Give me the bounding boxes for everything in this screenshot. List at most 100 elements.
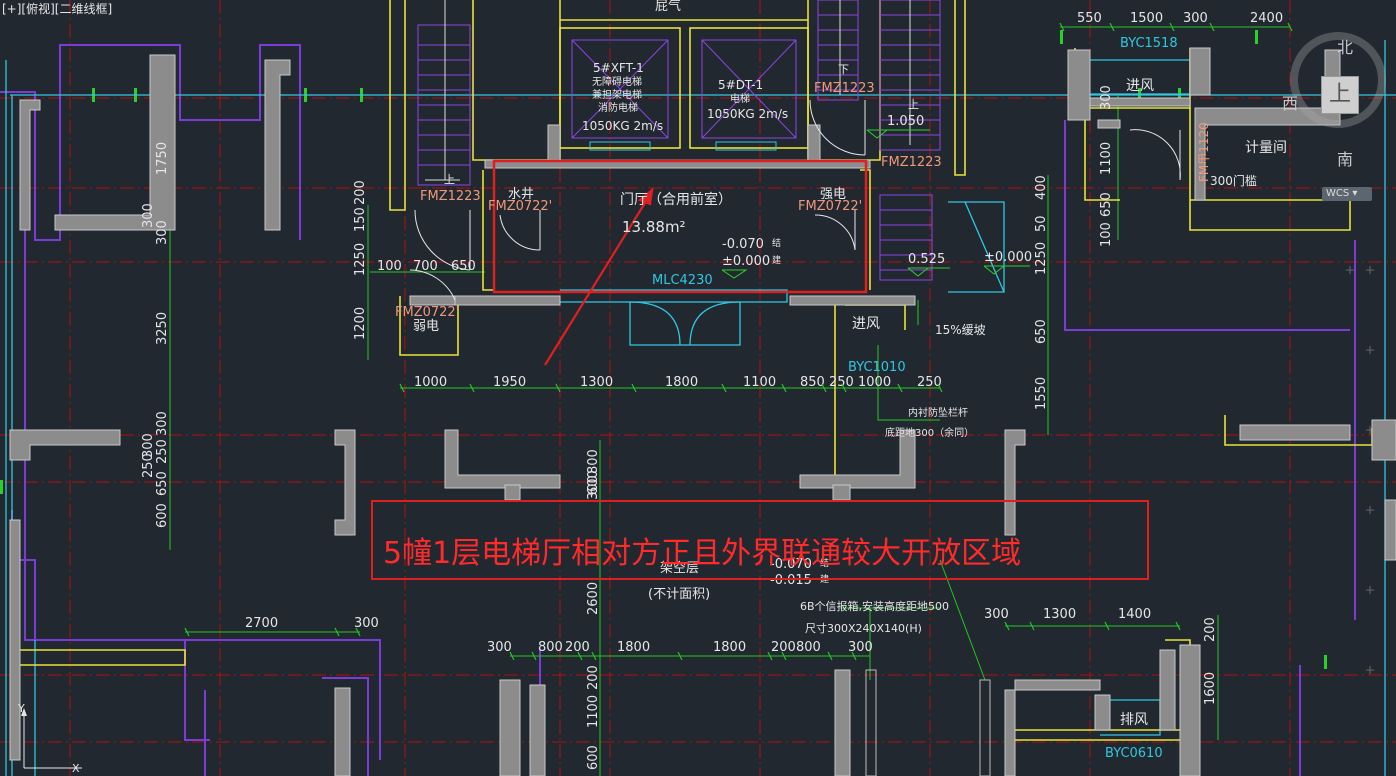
dimension-ticks (184, 22, 1293, 661)
dim-top-2: 300 (1183, 11, 1208, 26)
dim-right-v-2: 1250 (1034, 242, 1049, 275)
level-l1: -0.070 (722, 237, 764, 252)
dim-right-v-7: 650 (1099, 192, 1114, 217)
level-marks (721, 129, 1030, 279)
dim-right-v-0: 400 (1034, 175, 1049, 200)
lift1-label-c: 兼担架电梯 (592, 88, 642, 101)
dim-left-v-2: 300 (155, 220, 170, 245)
dim-row3-3: 1800 (617, 640, 650, 655)
viewcube-compass-ring[interactable] (1290, 32, 1386, 128)
dim-row1-1: 1950 (493, 375, 526, 390)
stairs (417, 0, 941, 281)
dim-row5-1: 1300 (1043, 607, 1076, 622)
door-tag-fm3: FMZ1223 (881, 155, 942, 170)
intake-label-2: 进风 (852, 316, 880, 332)
door-tag-fm4: FMZ0722' (488, 199, 552, 214)
window-tag-byc3: BYC0610 (1105, 746, 1163, 761)
level-l3: 0.525 (908, 252, 945, 267)
level-l7: -0.015 (770, 573, 812, 588)
svg-text:Y: Y (17, 702, 25, 715)
lift1-label-b: 无障碍电梯 (592, 75, 642, 88)
dim-right-v-6: 1100 (1099, 142, 1114, 175)
level-l5: 1.050 (887, 114, 924, 129)
dim-left-v-6: 250 (155, 439, 170, 464)
dim-mid-v-0: 200 (353, 180, 368, 205)
meter-room-label: 计量间 (1245, 140, 1287, 156)
strong-power-label: 强电 (820, 187, 846, 202)
dim-left-v-7: 650 (155, 471, 170, 496)
stair-up-label-2: 上 (908, 98, 919, 111)
dim-mid-v-3: 1200 (353, 307, 368, 340)
lift1-label-e: 1050KG 2m/s (582, 119, 663, 133)
wcs-menu-button[interactable]: WCS ▾ (1322, 187, 1372, 201)
dim-row1-6: 250 (829, 375, 854, 390)
dim-far-v-0: 200 (1203, 617, 1218, 642)
pilotis-note: (不计面积) (648, 587, 710, 602)
door-tag-fm7: FM甲1120 (1197, 122, 1211, 182)
viewport-view-toggle[interactable]: [俯视] (21, 2, 55, 16)
door-tag-fm2: FMZ1223 (814, 81, 875, 96)
lift1-label-d: 消防电梯 (598, 101, 638, 114)
ramp-label: 15%缓坡 (935, 323, 986, 337)
lift2-label-c: 1050KG 2m/s (707, 107, 788, 121)
window-tag-byc1: BYC1518 (1120, 36, 1178, 51)
dim-row5-0: 300 (984, 607, 1009, 622)
dim-mid-v-7: 2600 (586, 582, 601, 615)
level-l2: ±0.000 (722, 254, 770, 269)
dim-row1-4: 1100 (743, 375, 776, 390)
level-l1-suffix: 结 (772, 237, 781, 249)
lobby-highlight-box[interactable] (492, 159, 868, 294)
mailbox-note-a: 6B个信报箱,安装高度距地500 (800, 599, 949, 613)
viewcube-west[interactable]: 西 (1282, 94, 1299, 113)
dim-row2-0: 100 (377, 259, 402, 274)
dim-top-1: 1500 (1130, 11, 1163, 26)
lift1-label-a: 5#XFT-1 (593, 61, 644, 75)
purple-outlines (0, 44, 1356, 776)
dim-row2-1: 700 (413, 259, 438, 274)
dim-mid-v-8: 200 (586, 665, 601, 690)
dim-left-v-5: 300 (155, 411, 170, 436)
rail-note-b: 底距地300（余同） (885, 426, 974, 439)
window-tag-mlc: MLC4230 (652, 273, 713, 288)
mailbox-note-b: 尺寸300X240X140(H) (805, 621, 922, 635)
stair-down-label: 下 (838, 63, 849, 76)
ucs-icon: Y X (17, 702, 82, 775)
level-l4: ±0.000 (984, 250, 1032, 265)
dim-right-v-8: 100 (1099, 222, 1114, 247)
viewcube-south[interactable]: 南 (1337, 150, 1354, 169)
window-tag-byc2: BYC1010 (848, 360, 906, 375)
viewcube-north[interactable]: 北 (1337, 38, 1354, 57)
dim-far-v-1: 1600 (1203, 672, 1218, 705)
dim-row4-0: 2700 (245, 616, 278, 631)
dim-mid-v-1: 150 (353, 207, 368, 232)
lift2-label-b: 电梯 (730, 92, 750, 105)
dim-row3-4: 1800 (713, 640, 746, 655)
intake-label-1: 进风 (1126, 78, 1154, 94)
dim-left-v-9: 600 (155, 503, 170, 528)
viewcube[interactable]: 北 南 西 上 (1282, 32, 1394, 169)
shaft-top-label: 屁气 (655, 0, 681, 14)
dimension-texts: 550 1500 300 2400 1000 1950 1300 1800 11… (141, 11, 1283, 770)
lift2-label-a: 5#DT-1 (718, 78, 763, 92)
viewport-control-toggle[interactable]: [+] (2, 2, 22, 16)
dim-mid-v-4: 600 (586, 470, 601, 495)
viewport-controls: [+][俯视][二维线框] (2, 0, 112, 17)
viewport-visual-style[interactable]: [二维线框] (54, 2, 113, 16)
door-swings (409, 99, 1181, 776)
weak-power-label: 弱电 (413, 319, 439, 334)
dim-top-3: 2400 (1250, 11, 1283, 26)
level-l6: -0.070 (770, 557, 812, 572)
stair-up-label-1: 上 (444, 173, 455, 186)
lobby-label: 门厅（合用前室） (620, 191, 732, 208)
dim-left-v-4: 300 (141, 433, 156, 458)
dim-right-v-1: 50 (1034, 215, 1049, 232)
dim-row3-0: 300 (487, 640, 512, 655)
lift-shafts (571, 39, 797, 151)
callout-box[interactable]: 5幢1层电梯厅相对方正且外界联通较大开放区域 (371, 500, 1149, 580)
dim-right-v-3: 650 (1034, 319, 1049, 344)
meter-door-label: 300门槛 (1210, 173, 1257, 188)
level-l6-suffix: 结 (820, 557, 829, 569)
dim-right-v-5: 300 (1099, 85, 1114, 110)
viewcube-top-face[interactable]: 上 (1321, 76, 1359, 114)
